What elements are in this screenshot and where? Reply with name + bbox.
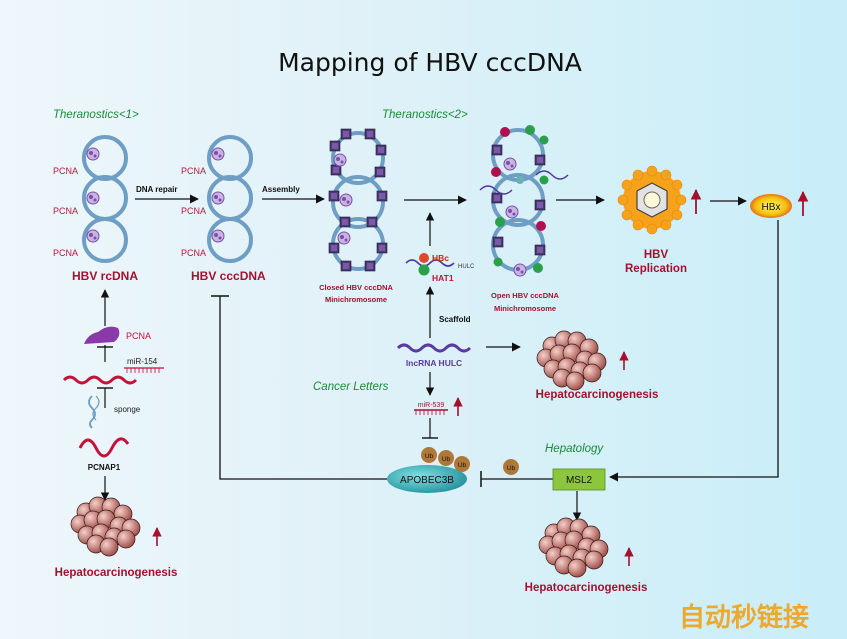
hbv-replication-line1: HBV <box>644 249 669 261</box>
closed-label-line1: Closed HBV cccDNA <box>319 283 393 292</box>
sponge-hairpin-icon <box>88 395 100 429</box>
pcna-label-2: PCNA <box>53 206 78 216</box>
pcnap1-label: PCNAP1 <box>88 463 121 472</box>
scaffold-label: Scaffold <box>439 315 471 324</box>
closed-label-line2: Minichromosome <box>325 295 387 304</box>
cancer-letters-label: Cancer Letters <box>313 381 389 393</box>
closed-minichromosome <box>328 128 388 272</box>
watermark: 自动秒链接 <box>679 602 809 632</box>
hbv-cccdna-label: HBV cccDNA <box>191 269 266 283</box>
tumor-icon-bottom-right <box>539 518 608 577</box>
hbc-label: HBc <box>432 253 449 263</box>
hbx-label: HBx <box>762 202 781 213</box>
msl2-label: MSL2 <box>566 475 593 486</box>
hepatology-label: Hepatology <box>545 443 604 455</box>
cccdna-rings <box>207 135 253 263</box>
tumor-icon-middle <box>537 331 606 390</box>
assembly-label: Assembly <box>262 185 300 194</box>
mir539-strand <box>414 409 448 415</box>
rcdna-rings <box>82 135 128 263</box>
diagram-title: Mapping of HBV cccDNA <box>278 48 582 77</box>
mir154-label: miR-154 <box>127 357 158 366</box>
tumor-icon-left <box>71 497 140 556</box>
ub-label-1: Ub <box>425 453 434 460</box>
pcna-label-6: PCNA <box>181 248 206 258</box>
dna-repair-label: DNA repair <box>136 185 178 194</box>
mir539-label: miR-539 <box>418 402 445 409</box>
pcna-label-4: PCNA <box>181 166 206 176</box>
lncrna-hulc-label: lncRNA HULC <box>406 358 462 368</box>
hbv-replication-line2: Replication <box>625 263 687 275</box>
hepatocarcinogenesis-left: Hepatocarcinogenesis <box>55 567 178 579</box>
open-label-line2: Minichromosome <box>494 304 556 313</box>
open-minichromosome <box>479 125 569 277</box>
ub-msl2-icon <box>503 459 519 475</box>
pcna-protein-label: PCNA <box>126 331 151 341</box>
hbc-hat1-complex <box>405 253 455 276</box>
msl2-box <box>552 468 606 491</box>
apobec3b-label: APOBEC3B <box>400 475 454 486</box>
hbv-rcdna-label: HBV rcDNA <box>72 269 138 283</box>
apobec3b-oval <box>387 465 467 493</box>
hbv-virion-icon <box>617 165 687 235</box>
open-label-line1: Open HBV cccDNA <box>491 291 560 300</box>
mir154-strand <box>124 367 164 373</box>
sponge-label: sponge <box>114 405 141 414</box>
pcna-label-5: PCNA <box>181 206 206 216</box>
hepatocarcinogenesis-middle: Hepatocarcinogenesis <box>536 389 659 401</box>
hepatocarcinogenesis-right: Hepatocarcinogenesis <box>525 582 648 594</box>
ub-cluster <box>421 447 470 472</box>
theranostics2-label: Theranostics<2> <box>382 109 468 121</box>
pcna-label-3: PCNA <box>53 248 78 258</box>
ub-label-4: Ub <box>507 465 516 472</box>
hulc-small-label: HULC <box>458 264 475 270</box>
ub-label-3: Ub <box>458 462 467 469</box>
pcna-protein-icon <box>84 326 120 344</box>
hat1-label: HAT1 <box>432 273 454 283</box>
ub-label-2: Ub <box>442 456 451 463</box>
pcna-label-1: PCNA <box>53 166 78 176</box>
theranostics1-label: Theranostics<1> <box>53 109 139 121</box>
hbx-oval <box>750 194 792 218</box>
